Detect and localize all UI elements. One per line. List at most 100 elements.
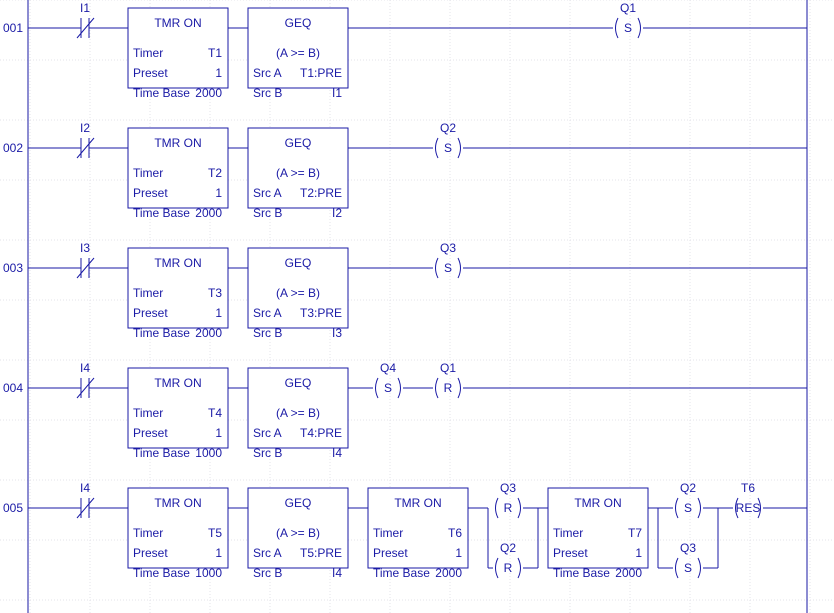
coil-symbol: S <box>684 561 692 575</box>
preset-label: Preset <box>133 546 168 560</box>
timebase-label: Time Base <box>373 566 430 580</box>
preset-value: 1 <box>635 546 642 560</box>
timer-label: Timer <box>553 526 583 540</box>
preset-value: 1 <box>215 66 222 80</box>
block-title: TMR ON <box>154 16 201 30</box>
timebase-value: 1000 <box>195 446 222 460</box>
contact-nc[interactable]: I1 <box>76 1 95 39</box>
coil-left-arc <box>375 377 379 399</box>
block-title: GEQ <box>285 16 312 30</box>
coil-right-arc <box>457 377 461 399</box>
block-title: TMR ON <box>574 496 621 510</box>
rung-number: 005 <box>3 501 23 515</box>
block-frame <box>247 247 349 329</box>
coil[interactable]: RQ1 <box>435 361 461 399</box>
src-b-value: I1 <box>332 86 342 100</box>
rung-number: 003 <box>3 261 23 275</box>
coil-right-arc <box>457 257 461 279</box>
timer-value: T3 <box>208 286 222 300</box>
preset-label: Preset <box>373 546 408 560</box>
coil-left-arc <box>615 17 619 39</box>
src-b-label: Src B <box>253 566 282 580</box>
timer-label: Timer <box>133 406 163 420</box>
block-frame <box>367 487 469 569</box>
block-frame <box>247 367 349 449</box>
coil-right-arc <box>697 497 701 519</box>
block-title: TMR ON <box>154 376 201 390</box>
preset-label: Preset <box>553 546 588 560</box>
timer-value: T2 <box>208 166 222 180</box>
timebase-label: Time Base <box>133 566 190 580</box>
contact-label: I1 <box>80 1 90 15</box>
src-b-label: Src B <box>253 86 282 100</box>
contact-label: I4 <box>80 481 90 495</box>
coil[interactable]: SQ1 <box>615 1 641 39</box>
coil[interactable]: SQ4 <box>375 361 401 399</box>
timebase-label: Time Base <box>133 446 190 460</box>
compare-expression: (A >= B) <box>276 406 320 420</box>
contact-nc[interactable]: I4 <box>76 361 95 399</box>
coil-symbol: R <box>444 381 453 395</box>
contact-nc[interactable]: I2 <box>76 121 95 159</box>
compare-expression: (A >= B) <box>276 46 320 60</box>
coil[interactable]: SQ2 <box>435 121 461 159</box>
coil-symbol: S <box>444 261 452 275</box>
contact-label: I4 <box>80 361 90 375</box>
block-title: TMR ON <box>154 496 201 510</box>
preset-value: 1 <box>215 186 222 200</box>
contact-slash <box>76 137 95 159</box>
timer-value: T6 <box>448 526 462 540</box>
rung-number: 004 <box>3 381 23 395</box>
coil-left-arc <box>435 377 439 399</box>
contact-nc[interactable]: I3 <box>76 241 95 279</box>
coil-right-arc <box>457 137 461 159</box>
contact-slash <box>76 497 95 519</box>
contact-slash <box>76 377 95 399</box>
block-frame <box>127 367 229 449</box>
compare-expression: (A >= B) <box>276 166 320 180</box>
coil-right-arc <box>697 557 701 579</box>
preset-value: 1 <box>215 546 222 560</box>
timer-label: Timer <box>133 526 163 540</box>
src-a-label: Src A <box>253 306 282 320</box>
coil-symbol: RES <box>736 501 761 515</box>
src-a-value: T4:PRE <box>300 426 342 440</box>
coil[interactable]: RQ3 <box>495 481 521 519</box>
coil[interactable]: RQ2 <box>495 541 521 579</box>
preset-label: Preset <box>133 426 168 440</box>
coil-tag: Q2 <box>500 541 516 555</box>
block-title: GEQ <box>285 496 312 510</box>
coil[interactable]: SQ2 <box>675 481 701 519</box>
src-a-label: Src A <box>253 426 282 440</box>
timer-value: T7 <box>628 526 642 540</box>
coil-right-arc <box>517 497 521 519</box>
preset-value: 1 <box>215 426 222 440</box>
src-a-label: Src A <box>253 546 282 560</box>
coil-symbol: S <box>384 381 392 395</box>
block-frame <box>127 487 229 569</box>
coil[interactable]: SQ3 <box>675 541 701 579</box>
power-rails <box>27 0 808 613</box>
contact-nc[interactable]: I4 <box>76 481 95 519</box>
compare-expression: (A >= B) <box>276 286 320 300</box>
coil[interactable]: SQ3 <box>435 241 461 279</box>
src-b-value: I4 <box>332 446 342 460</box>
